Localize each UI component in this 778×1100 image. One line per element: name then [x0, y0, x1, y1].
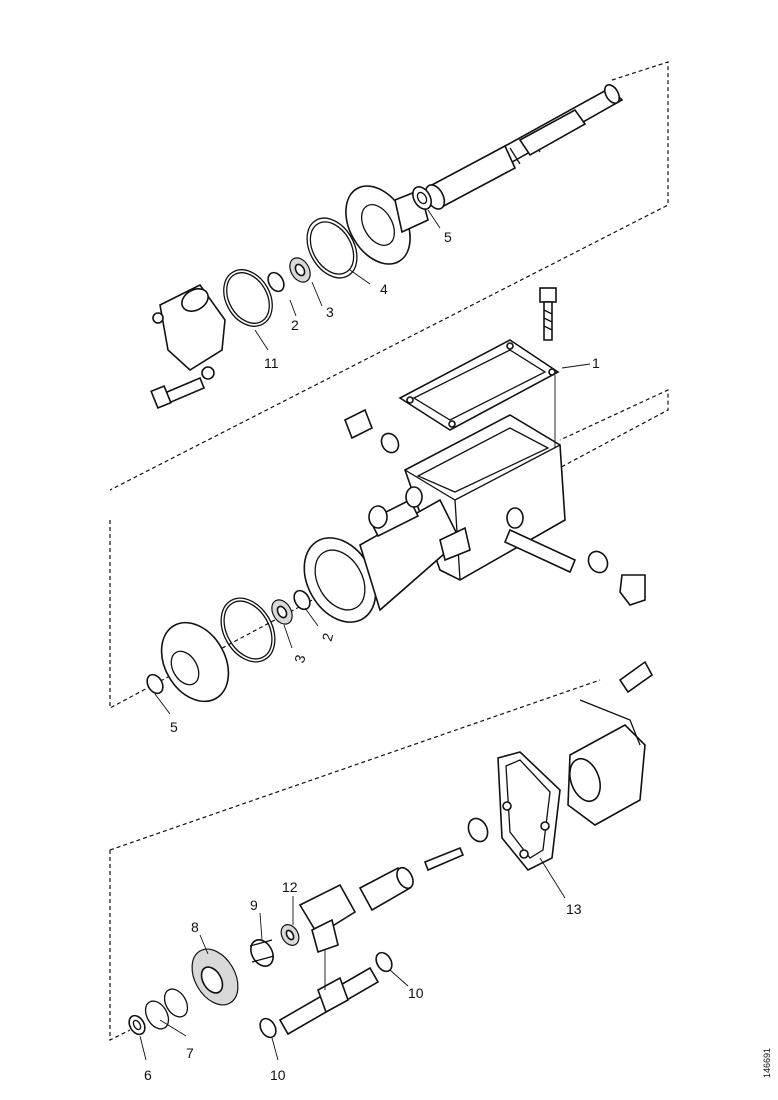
document-id: 146691 — [762, 1048, 772, 1078]
plug-fitting — [343, 408, 400, 454]
cover-bolt — [539, 287, 557, 341]
o-rings-7 — [144, 988, 189, 1030]
seal-ring-5-middle — [146, 673, 164, 695]
spline-sleeve — [424, 144, 517, 210]
callout-1: 1 — [592, 355, 600, 371]
gasket-4 — [306, 217, 358, 279]
callout-4: 4 — [380, 281, 388, 297]
seal-2-middle — [293, 589, 311, 611]
leader-lines — [139, 209, 591, 1061]
sleeve-9 — [249, 939, 275, 967]
pump-housing — [567, 660, 654, 826]
bearing-12 — [280, 924, 300, 946]
gearbox-housing — [303, 414, 566, 623]
callout-5-upper: 5 — [444, 229, 452, 245]
callout-2-upper: 2 — [291, 317, 299, 333]
end-cover-housing — [152, 283, 226, 380]
flange-gasket-13 — [497, 751, 561, 872]
callout-12: 12 — [282, 879, 298, 895]
callout-13: 13 — [566, 901, 582, 917]
callout-11: 11 — [264, 355, 279, 371]
callout-9: 9 — [250, 897, 258, 913]
lower-assembly-frame — [109, 679, 601, 1041]
bracket-pin — [439, 526, 471, 562]
seal-2-upper — [267, 271, 285, 293]
mounting-bolt-upper — [150, 376, 206, 410]
seal-ring-5-upper — [412, 186, 432, 210]
bearing-3-middle — [271, 599, 293, 625]
callout-2-middle: 2 — [319, 631, 337, 643]
gear-wheel-6 — [191, 948, 239, 1006]
middle-assembly-frame — [109, 389, 669, 710]
o-ring-11 — [223, 269, 273, 327]
callout-3-upper: 3 — [326, 304, 334, 320]
cover-plate-1 — [398, 339, 560, 431]
housing-bushing — [368, 486, 423, 529]
gear-coupling-middle — [160, 621, 230, 703]
callout-10-right: 10 — [408, 985, 424, 1001]
seal-ring-8 — [128, 1014, 146, 1036]
lower-shaft — [278, 966, 380, 1036]
side-shaft-and-cap — [503, 507, 646, 606]
gasket-middle — [220, 597, 276, 663]
gear-coupling-upper — [345, 185, 429, 265]
callout-10-lower: 10 — [270, 1067, 286, 1083]
callout-5-middle: 5 — [170, 719, 178, 735]
drive-shaft-sleeve — [358, 866, 414, 912]
callout-8: 8 — [191, 919, 199, 935]
fork-bracket — [298, 883, 357, 954]
seal-ring-10-lower — [259, 951, 393, 1039]
upper-assembly-frame — [109, 61, 669, 491]
bearing-3-upper — [289, 257, 311, 283]
stud-bolt — [423, 817, 489, 872]
callout-7: 7 — [186, 1045, 194, 1061]
callout-6: 6 — [144, 1067, 152, 1083]
callout-3-middle: 3 — [291, 653, 309, 665]
